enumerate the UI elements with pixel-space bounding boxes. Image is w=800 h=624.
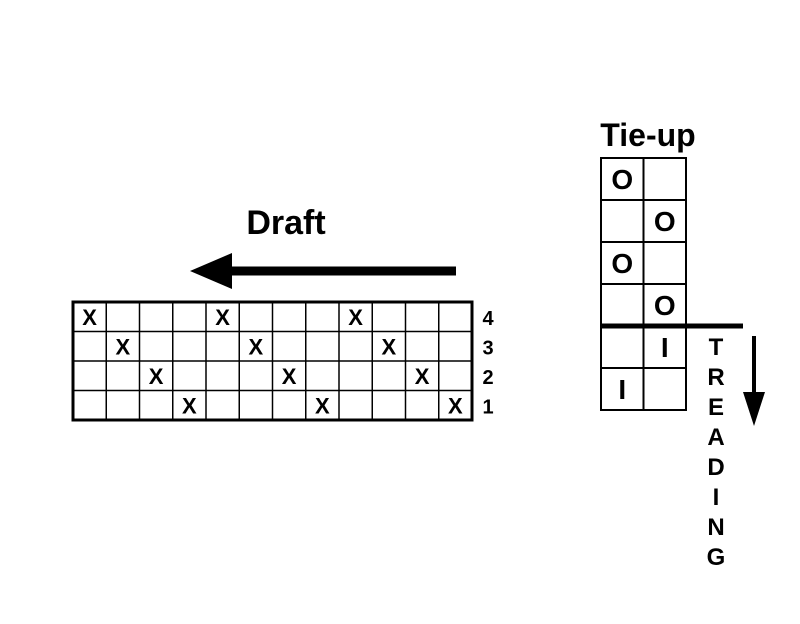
treadling-letter: E — [708, 394, 724, 421]
draft-cell-mark: X — [382, 334, 397, 359]
draft-cell-mark: X — [149, 364, 164, 389]
shaft-number-label: 3 — [482, 337, 493, 359]
draft-cell-mark: X — [448, 393, 463, 418]
tieup-title: Tie-up — [600, 117, 695, 153]
shaft-number-label: 4 — [482, 308, 494, 330]
tieup-cell — [600, 199, 645, 243]
draft-cell-mark: X — [315, 393, 330, 418]
treadling-letter: G — [707, 544, 726, 571]
down-arrow-icon — [743, 336, 765, 426]
treadling-cell — [600, 325, 645, 369]
tieup-cell-mark: O — [654, 290, 676, 321]
draft-cell-mark: X — [415, 364, 430, 389]
draft-title: Draft — [246, 204, 325, 242]
draft-cell-mark: X — [249, 334, 264, 359]
treadling-cell-mark: I — [661, 332, 669, 363]
tieup-cell-mark: O — [611, 164, 633, 195]
tieup-cell — [642, 157, 687, 201]
draft-cell-mark: X — [116, 334, 131, 359]
treadling-letter: T — [709, 334, 724, 361]
treadling-letter: A — [707, 424, 724, 451]
draft-cell-mark: X — [282, 364, 297, 389]
treadling-cell — [642, 367, 687, 411]
draft-cell-mark: X — [182, 393, 197, 418]
draft-cell-mark: X — [215, 305, 230, 330]
shaft-number-label: 2 — [482, 367, 493, 389]
shaft-number-label: 1 — [482, 396, 493, 418]
draft-cell-mark: X — [348, 305, 363, 330]
treadling-grid: II — [600, 325, 687, 411]
treadling-cell-mark: I — [618, 374, 626, 405]
tieup-cell — [642, 241, 687, 285]
tieup-cell-mark: O — [654, 206, 676, 237]
tieup-cell-mark: O — [611, 248, 633, 279]
treadling-letter: I — [713, 484, 720, 511]
left-arrow-icon — [190, 253, 456, 289]
draft-cell-mark: X — [82, 305, 97, 330]
treadling-letter: N — [707, 514, 724, 541]
tieup-cell — [600, 283, 645, 327]
treadling-letter: D — [707, 454, 724, 481]
treadling-letter: R — [707, 364, 724, 391]
